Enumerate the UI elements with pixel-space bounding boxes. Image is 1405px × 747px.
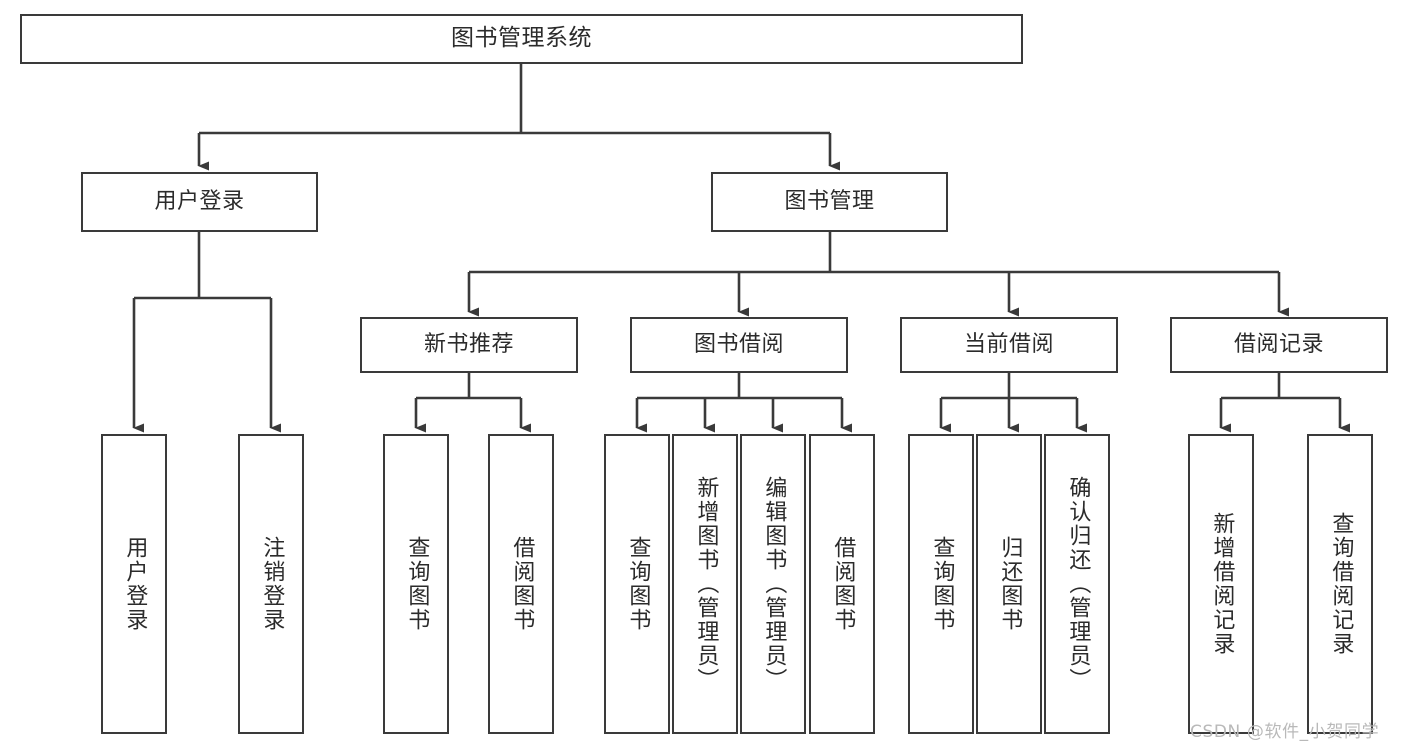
- node-label: 新书推荐: [423, 331, 514, 357]
- node-new-book-recommend[interactable]: 新书推荐: [360, 317, 578, 373]
- leaf-borrow-record-query[interactable]: 查询借阅记录: [1307, 434, 1373, 734]
- leaf-current-borrow-query[interactable]: 查询图书: [908, 434, 974, 734]
- node-root-system[interactable]: 图书管理系统: [20, 14, 1023, 64]
- node-label: 查询图书: [625, 536, 651, 632]
- node-label: 借阅图书: [830, 536, 856, 632]
- node-label: 图书管理系统: [451, 25, 592, 52]
- node-label: 借阅图书: [509, 536, 535, 632]
- leaf-book-borrow-edit[interactable]: 编辑图书（管理员）: [740, 434, 806, 734]
- edge-group-user-login: [132, 232, 281, 433]
- node-label: 查询图书: [404, 536, 430, 632]
- leaf-book-borrow-add[interactable]: 新增图书（管理员）: [672, 434, 738, 734]
- node-label: 新增图书（管理员）: [693, 476, 719, 692]
- node-label: 确认归还（管理员）: [1065, 476, 1091, 692]
- node-label: 编辑图书（管理员）: [761, 476, 787, 692]
- edge-group-current-borrow: [939, 373, 1087, 433]
- node-label: 查询借阅记录: [1328, 512, 1354, 656]
- node-borrow-record[interactable]: 借阅记录: [1170, 317, 1388, 373]
- edge-group-borrow-record: [1219, 373, 1350, 433]
- leaf-new-book-borrow[interactable]: 借阅图书: [488, 434, 554, 734]
- leaf-current-borrow-return[interactable]: 归还图书: [976, 434, 1042, 734]
- node-label: 归还图书: [997, 536, 1023, 632]
- leaf-new-book-query[interactable]: 查询图书: [383, 434, 449, 734]
- node-current-borrow[interactable]: 当前借阅: [900, 317, 1118, 373]
- edge-group-new-book: [414, 373, 531, 433]
- leaf-borrow-record-add[interactable]: 新增借阅记录: [1188, 434, 1254, 734]
- leaf-user-login-logout[interactable]: 注销登录: [238, 434, 304, 734]
- node-label: 用户登录: [122, 536, 148, 632]
- leaf-book-borrow-query[interactable]: 查询图书: [604, 434, 670, 734]
- edge-group-book-manage: [467, 232, 1289, 317]
- node-label: 当前借阅: [963, 331, 1054, 357]
- node-label: 用户登录: [154, 188, 245, 214]
- node-user-login[interactable]: 用户登录: [81, 172, 318, 232]
- leaf-book-borrow-borrow[interactable]: 借阅图书: [809, 434, 875, 734]
- edge-group-book-borrow: [635, 373, 852, 433]
- node-book-manage[interactable]: 图书管理: [711, 172, 948, 232]
- edge-group-root: [197, 64, 840, 171]
- node-label: 新增借阅记录: [1209, 512, 1235, 656]
- node-label: 图书借阅: [693, 331, 784, 357]
- node-label: 借阅记录: [1233, 331, 1324, 357]
- leaf-user-login-login[interactable]: 用户登录: [101, 434, 167, 734]
- node-label: 图书管理: [784, 188, 875, 214]
- node-label: 查询图书: [929, 536, 955, 632]
- node-label: 注销登录: [259, 536, 285, 632]
- leaf-current-borrow-confirm-return[interactable]: 确认归还（管理员）: [1044, 434, 1110, 734]
- node-book-borrow[interactable]: 图书借阅: [630, 317, 848, 373]
